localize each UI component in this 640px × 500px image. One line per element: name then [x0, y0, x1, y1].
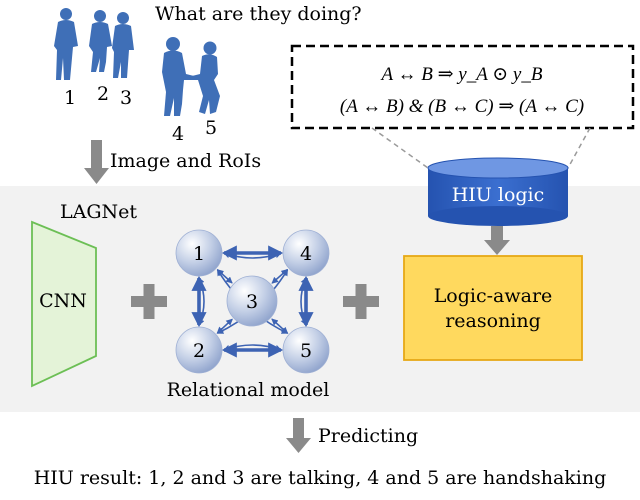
cylinder-down-arrow-icon — [484, 226, 510, 255]
relational-graph-edges — [191, 245, 314, 358]
edge-3-4 — [271, 268, 289, 284]
person-label-5: 5 — [205, 117, 217, 139]
graph-node-label-4: 4 — [300, 243, 312, 265]
reasoning-label-line2: reasoning — [445, 310, 541, 332]
logic-rule-2: (A ↔ B) & (B ↔ C) ⇒ (A ↔ C) — [340, 96, 584, 117]
predicting-arrow-icon — [286, 418, 311, 453]
predicting-label: Predicting — [318, 425, 418, 447]
edge-1-2-curve — [198, 277, 205, 326]
person-label-1: 1 — [64, 87, 76, 109]
image-rois-label: Image and RoIs — [110, 150, 261, 172]
hiu-logic-label: HIU logic — [452, 184, 545, 206]
hiu-result-text: HIU result: 1, 2 and 3 are talking, 4 an… — [34, 467, 607, 489]
graph-node-label-5: 5 — [300, 340, 312, 362]
graph-node-label-1: 1 — [193, 243, 205, 265]
person-2-silhouette — [89, 10, 112, 72]
hiu-logic-database — [427, 157, 569, 226]
relational-graph-nodes: 1 2 3 4 5 — [175, 229, 330, 374]
reasoning-label-line1: Logic-aware — [434, 285, 553, 307]
edge-3-1 — [216, 269, 233, 284]
graph-node-label-2: 2 — [193, 340, 205, 362]
person-1-silhouette — [54, 8, 78, 80]
graph-node-1 — [175, 229, 223, 277]
lagnet-label: LAGNet — [60, 201, 137, 223]
person-label-2: 2 — [97, 83, 109, 105]
logic-rules-box — [290, 44, 635, 130]
logic-reasoning-box — [403, 255, 583, 361]
graph-node-2 — [175, 326, 223, 374]
relational-model-label: Relational model — [167, 379, 330, 401]
cnn-label: CNN — [39, 290, 87, 312]
edge-3-5 — [271, 318, 289, 334]
person-5-silhouette — [192, 41, 220, 114]
logic-rule-1: A ↔ B ⇒ y_A ⊙ y_B — [380, 64, 543, 85]
person-3-silhouette — [112, 12, 134, 78]
connector-line-right — [567, 127, 591, 169]
people-group — [54, 8, 220, 116]
edge-2-5-curve — [223, 344, 282, 352]
connector-line-left — [371, 127, 429, 169]
edge-1-4-curve — [223, 251, 282, 259]
plus-icon-right — [343, 284, 379, 319]
graph-node-label-3: 3 — [246, 291, 258, 313]
edge-3-2 — [216, 318, 233, 334]
person-label-4: 4 — [172, 123, 184, 145]
question-text: What are they doing? — [155, 3, 362, 25]
down-arrow-icon — [84, 140, 109, 184]
plus-icon-left — [131, 284, 167, 319]
person-label-3: 3 — [120, 87, 132, 109]
graph-node-3 — [226, 275, 278, 327]
graph-node-4 — [282, 229, 330, 277]
graph-node-5 — [282, 326, 330, 374]
cnn-block — [31, 220, 97, 388]
edge-4-5-curve — [300, 277, 307, 326]
person-4-silhouette — [162, 37, 194, 116]
